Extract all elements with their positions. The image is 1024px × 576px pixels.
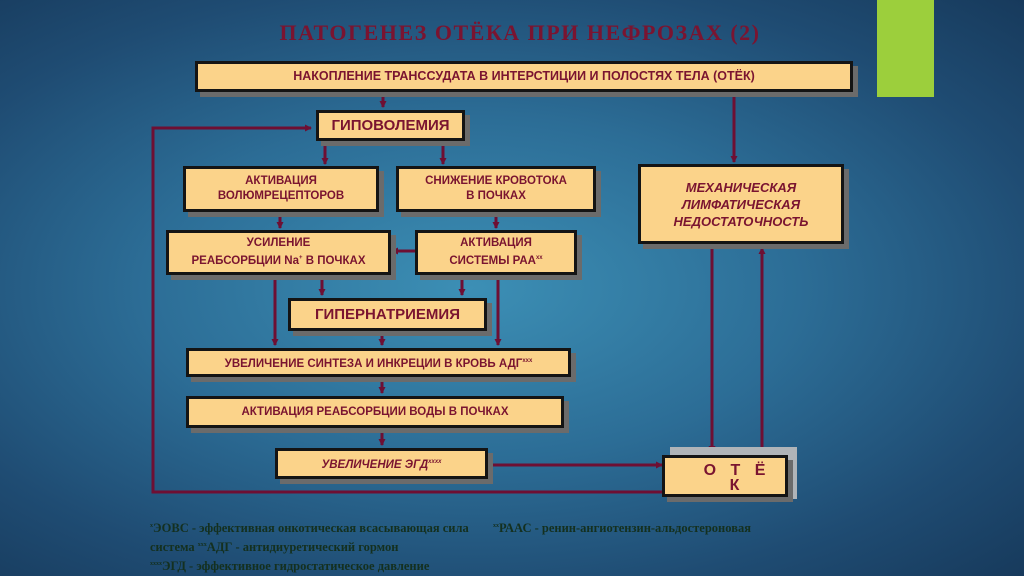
box-egd-increase: УВЕЛИЧЕНИЕ ЭГДхххх xyxy=(275,448,488,479)
box-renal-blood-flow-decrease: СНИЖЕНИЕ КРОВОТОКА В ПОЧКАХ xyxy=(396,166,596,212)
box-lymphatic-insufficiency: МЕХАНИЧЕСКАЯ ЛИМФАТИЧЕСКАЯ НЕДОСТАТОЧНОС… xyxy=(638,164,844,244)
box-hypernatremia: ГИПЕРНАТРИЕМИЯ xyxy=(288,298,487,331)
box-sodium-reabsorption: УСИЛЕНИЕ РЕАБСОРБЦИИ Na+ В ПОЧКАХ xyxy=(166,230,391,275)
page-title: ПАТОГЕНЕЗ ОТЁКА ПРИ НЕФРОЗАХ (2) xyxy=(279,20,761,45)
box-transudate-accumulation: НАКОПЛЕНИЕ ТРАНССУДАТА В ИНТЕРСТИЦИИ И П… xyxy=(195,61,853,92)
arrow-edema-feedback-loop xyxy=(151,124,664,494)
box-volumoreceptor-activation: АКТИВАЦИЯ ВОЛЮМРЕЦЕПТОРОВ xyxy=(183,166,379,212)
accent-square xyxy=(877,0,934,97)
box-raa-activation: АКТИВАЦИЯ СИСТЕМЫ РААхх xyxy=(415,230,577,275)
box-adh-synthesis: УВЕЛИЧЕНИЕ СИНТЕЗА И ИНКРЕЦИИ В КРОВЬ АД… xyxy=(186,348,571,377)
box-water-reabsorption: АКТИВАЦИЯ РЕАБСОРБЦИИ ВОДЫ В ПОЧКАХ xyxy=(186,396,564,428)
footnotes: хЭОВС - эффективная онкотическая всасыва… xyxy=(150,521,751,573)
box-edema: О Т Ё К xyxy=(662,455,788,497)
box-hypovolemia: ГИПОВОЛЕМИЯ xyxy=(316,110,465,141)
